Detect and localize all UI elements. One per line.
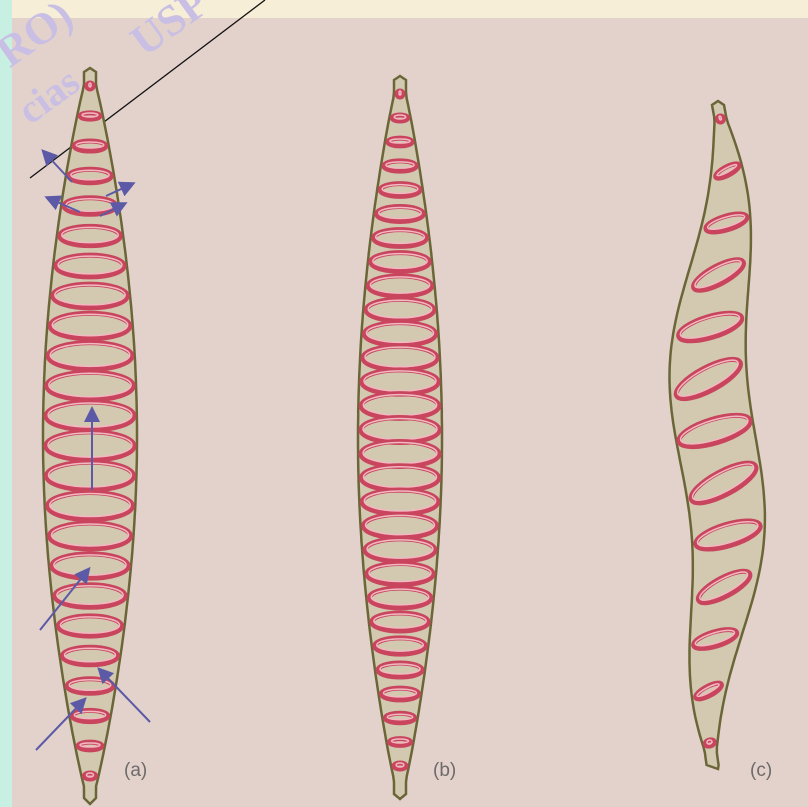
top-strip: [0, 0, 808, 18]
label-b: (b): [433, 760, 456, 782]
label-a: (a): [124, 760, 147, 782]
left-strip: [0, 0, 12, 807]
label-c: (c): [750, 760, 772, 782]
